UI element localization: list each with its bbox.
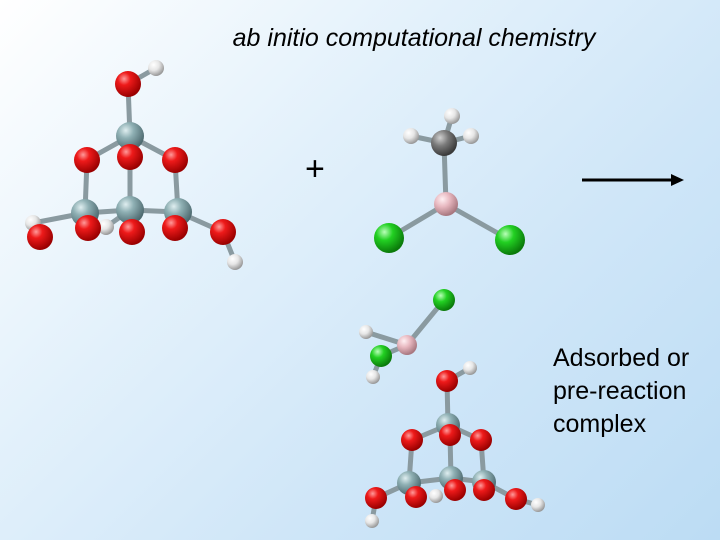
chlorine-atom bbox=[374, 223, 404, 253]
oxygen-atom bbox=[75, 215, 101, 241]
oxygen-atom bbox=[444, 479, 466, 501]
oxygen-atom bbox=[436, 370, 458, 392]
oxygen-atom bbox=[405, 486, 427, 508]
hydrogen-atom bbox=[444, 108, 460, 124]
oxygen-atom bbox=[401, 429, 423, 451]
hydrogen-atom bbox=[366, 370, 380, 384]
oxygen-atom bbox=[74, 147, 100, 173]
hydrogen-atom bbox=[359, 325, 373, 339]
silica-cluster-atoms bbox=[25, 60, 243, 270]
chlorine-atom bbox=[495, 225, 525, 255]
hydrogen-atom bbox=[227, 254, 243, 270]
slide-title: ab initio computational chemistry bbox=[232, 24, 596, 52]
hydrogen-atom bbox=[463, 128, 479, 144]
oxygen-atom bbox=[162, 147, 188, 173]
hydrogen-atom bbox=[463, 361, 477, 375]
silicon-atom bbox=[116, 196, 144, 224]
boron-atom bbox=[397, 335, 417, 355]
adsorbed-complex-atoms bbox=[359, 289, 545, 528]
silicon-atom bbox=[116, 122, 144, 150]
boron-atom bbox=[434, 192, 458, 216]
hydrogen-atom bbox=[429, 489, 443, 503]
product-label-line-1: Adsorbed or bbox=[553, 344, 690, 372]
hydrogen-atom bbox=[148, 60, 164, 76]
product-label-line-2: pre-reaction bbox=[553, 377, 687, 405]
hydrogen-atom bbox=[98, 219, 114, 235]
carbon-atom bbox=[431, 130, 457, 156]
oxygen-atom bbox=[470, 429, 492, 451]
oxygen-atom bbox=[505, 488, 527, 510]
reaction-arrow bbox=[582, 174, 684, 186]
oxygen-atom bbox=[210, 219, 236, 245]
oxygen-atom bbox=[115, 71, 141, 97]
product-label-line-3: complex bbox=[553, 410, 647, 438]
oxygen-atom bbox=[439, 424, 461, 446]
chlorine-atom bbox=[433, 289, 455, 311]
oxygen-atom bbox=[27, 224, 53, 250]
plus-sign: + bbox=[305, 150, 325, 188]
chlorine-atom bbox=[370, 345, 392, 367]
oxygen-atom bbox=[119, 219, 145, 245]
oxygen-atom bbox=[473, 479, 495, 501]
oxygen-atom bbox=[162, 215, 188, 241]
hydrogen-atom bbox=[531, 498, 545, 512]
hydrogen-atom bbox=[403, 128, 419, 144]
oxygen-atom bbox=[117, 144, 143, 170]
hydrogen-atom bbox=[365, 514, 379, 528]
product-label: Adsorbed or pre-reaction complex bbox=[553, 342, 689, 441]
methyl-dichloroborane-atoms bbox=[374, 108, 525, 255]
oxygen-atom bbox=[365, 487, 387, 509]
